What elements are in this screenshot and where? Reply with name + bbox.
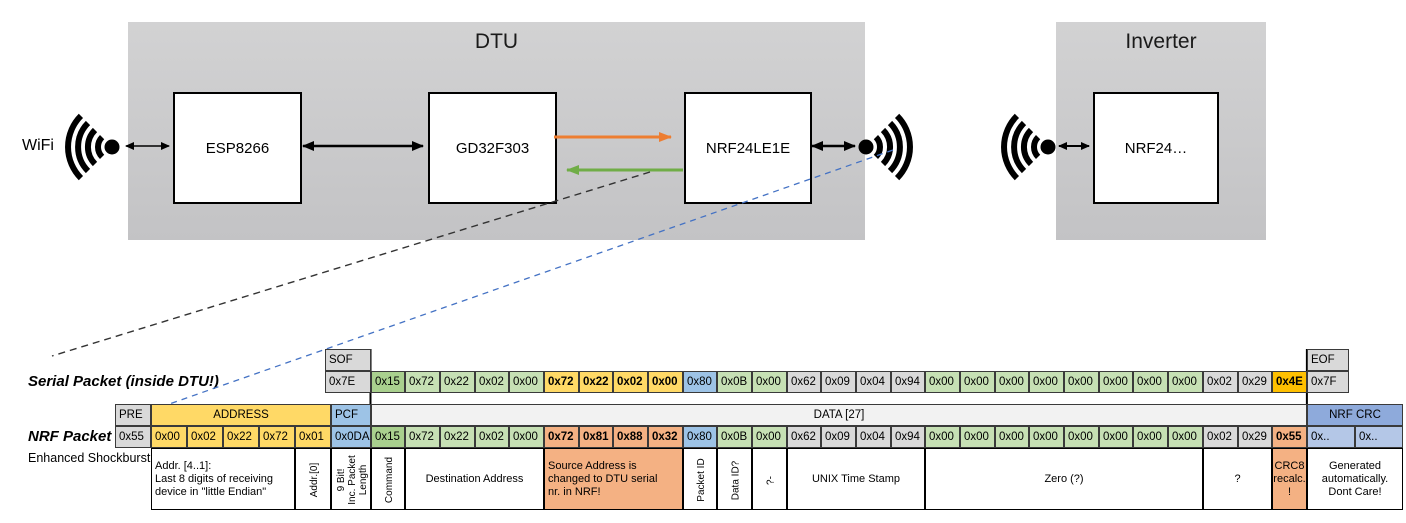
annotation-cell: Destination Address	[405, 448, 544, 510]
nrf-byte-cell: 0x00	[995, 426, 1029, 448]
serial-byte-cell: 0x02	[613, 371, 648, 393]
annotation-cell: Generated automatically. Dont Care!	[1307, 448, 1403, 510]
nrf-byte-cell: 0x00	[1064, 426, 1099, 448]
serial-byte-cell: 0x4E	[1272, 371, 1307, 393]
wifi-label: WiFi	[22, 137, 54, 154]
annotation-cell: Zero (?)	[925, 448, 1203, 510]
nrf-byte-cell: 0x32	[648, 426, 683, 448]
serial-byte-cell: 0x62	[787, 371, 821, 393]
annotation-cell: Source Address is changed to DTU serial …	[544, 448, 683, 510]
nrf-byte-cell: 0x62	[787, 426, 821, 448]
annotation-cell: ?-	[752, 448, 787, 510]
nrf-byte-cell: 0x0B	[717, 426, 752, 448]
serial-byte-cell: 0x80	[683, 371, 717, 393]
serial-byte-cell: 0x94	[891, 371, 925, 393]
esp8266-chip: ESP8266	[173, 92, 302, 204]
pcf-header-cell: PCF	[331, 404, 371, 426]
serial-byte-cell: 0x00	[1133, 371, 1168, 393]
nrf-crc-header-cell: NRF CRC	[1307, 404, 1403, 426]
gd32f303-chip: GD32F303	[428, 92, 557, 204]
annotation-cell: Data ID?	[717, 448, 752, 510]
address-byte-cell: 0x01	[295, 426, 331, 448]
annotation-cell: ?	[1203, 448, 1272, 510]
nrf-byte-cell: 0x00	[925, 426, 960, 448]
annotation-cell: Addr. [4..1]: Last 8 digits of receiving…	[151, 448, 295, 510]
serial-byte-cell: 0x00	[648, 371, 683, 393]
serial-byte-cell: 0x00	[960, 371, 995, 393]
nrf-byte-cell: 0x81	[579, 426, 613, 448]
wifi-icon-inverter	[1001, 113, 1056, 181]
dtu-title: DTU	[474, 30, 519, 53]
serial-byte-cell: 0x00	[509, 371, 544, 393]
nrf-packet-label: NRF Packet	[28, 428, 112, 445]
serial-packet-label: Serial Packet (inside DTU!)	[28, 373, 219, 390]
annotation-cell: Addr.[0]	[295, 448, 331, 510]
nrf-byte-cell: 0x94	[891, 426, 925, 448]
wifi-icon-left	[65, 113, 120, 181]
nrf-byte-cell: 0x88	[613, 426, 648, 448]
annotation-cell: 9 Bit! Inc. Packet Length	[331, 448, 371, 510]
nrf-byte-cell: 0x22	[440, 426, 475, 448]
pcf-value-cell: 0x0DA	[331, 426, 371, 448]
serial-byte-cell: 0x72	[544, 371, 579, 393]
nrf-crc-value-cell: 0x..	[1307, 426, 1355, 448]
serial-byte-cell: 0x00	[925, 371, 960, 393]
address-byte-cell: 0x72	[259, 426, 295, 448]
nrf-byte-cell: 0x00	[752, 426, 787, 448]
nrf-byte-cell: 0x72	[405, 426, 440, 448]
serial-byte-cell: 0x02	[1203, 371, 1238, 393]
serial-byte-cell: 0x00	[1099, 371, 1133, 393]
inverter-title: Inverter	[1125, 30, 1197, 53]
nrf-byte-cell: 0x00	[509, 426, 544, 448]
serial-byte-cell: 0x04	[856, 371, 891, 393]
nrf-byte-cell: 0x15	[371, 426, 405, 448]
eof-value-cell: 0x7F	[1307, 371, 1349, 393]
address-byte-cell: 0x02	[187, 426, 223, 448]
serial-byte-cell: 0x29	[1238, 371, 1272, 393]
serial-byte-cell: 0x72	[405, 371, 440, 393]
nrf-byte-cell: 0x00	[1133, 426, 1168, 448]
annotation-cell: Command	[371, 448, 405, 510]
serial-byte-cell: 0x09	[821, 371, 856, 393]
serial-byte-cell: 0x22	[440, 371, 475, 393]
nrf-byte-cell: 0x00	[1168, 426, 1203, 448]
address-header-cell: ADDRESS	[151, 404, 331, 426]
address-byte-cell: 0x00	[151, 426, 187, 448]
serial-byte-cell: 0x00	[995, 371, 1029, 393]
sof-value-cell: 0x7E	[325, 371, 371, 393]
nrf-byte-cell: 0x04	[856, 426, 891, 448]
serial-byte-cell: 0x22	[579, 371, 613, 393]
nrf-byte-cell: 0x00	[960, 426, 995, 448]
serial-byte-cell: 0x00	[1064, 371, 1099, 393]
sof-header-cell: SOF	[325, 349, 371, 371]
nrf-byte-cell: 0x80	[683, 426, 717, 448]
nrf-byte-cell: 0x55	[1272, 426, 1307, 448]
serial-byte-cell: 0x02	[475, 371, 509, 393]
serial-byte-cell: 0x00	[1168, 371, 1203, 393]
wifi-icon-nrf	[858, 113, 913, 181]
serial-byte-cell: 0x15	[371, 371, 405, 393]
nrf-byte-cell: 0x00	[1099, 426, 1133, 448]
pre-header-cell: PRE	[115, 404, 151, 426]
annotation-cell: UNIX Time Stamp	[787, 448, 925, 510]
nrf-byte-cell: 0x72	[544, 426, 579, 448]
annotation-cell: Packet ID	[683, 448, 717, 510]
nrf24le1e-chip: NRF24LE1E	[684, 92, 812, 204]
data-header-cell: DATA [27]	[371, 404, 1307, 426]
annotation-cell: CRC8 recalc. !	[1272, 448, 1307, 510]
nrf-byte-cell: 0x29	[1238, 426, 1272, 448]
serial-byte-cell: 0x0B	[717, 371, 752, 393]
nrf-byte-cell: 0x00	[1029, 426, 1064, 448]
eof-header-cell: EOF	[1307, 349, 1349, 371]
enhanced-shockburst-label: Enhanced Shockburst	[28, 451, 151, 465]
nrf-byte-cell: 0x02	[1203, 426, 1238, 448]
address-byte-cell: 0x22	[223, 426, 259, 448]
pre-value-cell: 0x55	[115, 426, 151, 448]
inverter-nrf24-chip: NRF24…	[1093, 92, 1219, 204]
nrf-crc-value-cell: 0x..	[1355, 426, 1403, 448]
nrf-byte-cell: 0x02	[475, 426, 509, 448]
nrf-byte-cell: 0x09	[821, 426, 856, 448]
serial-byte-cell: 0x00	[752, 371, 787, 393]
serial-byte-cell: 0x00	[1029, 371, 1064, 393]
